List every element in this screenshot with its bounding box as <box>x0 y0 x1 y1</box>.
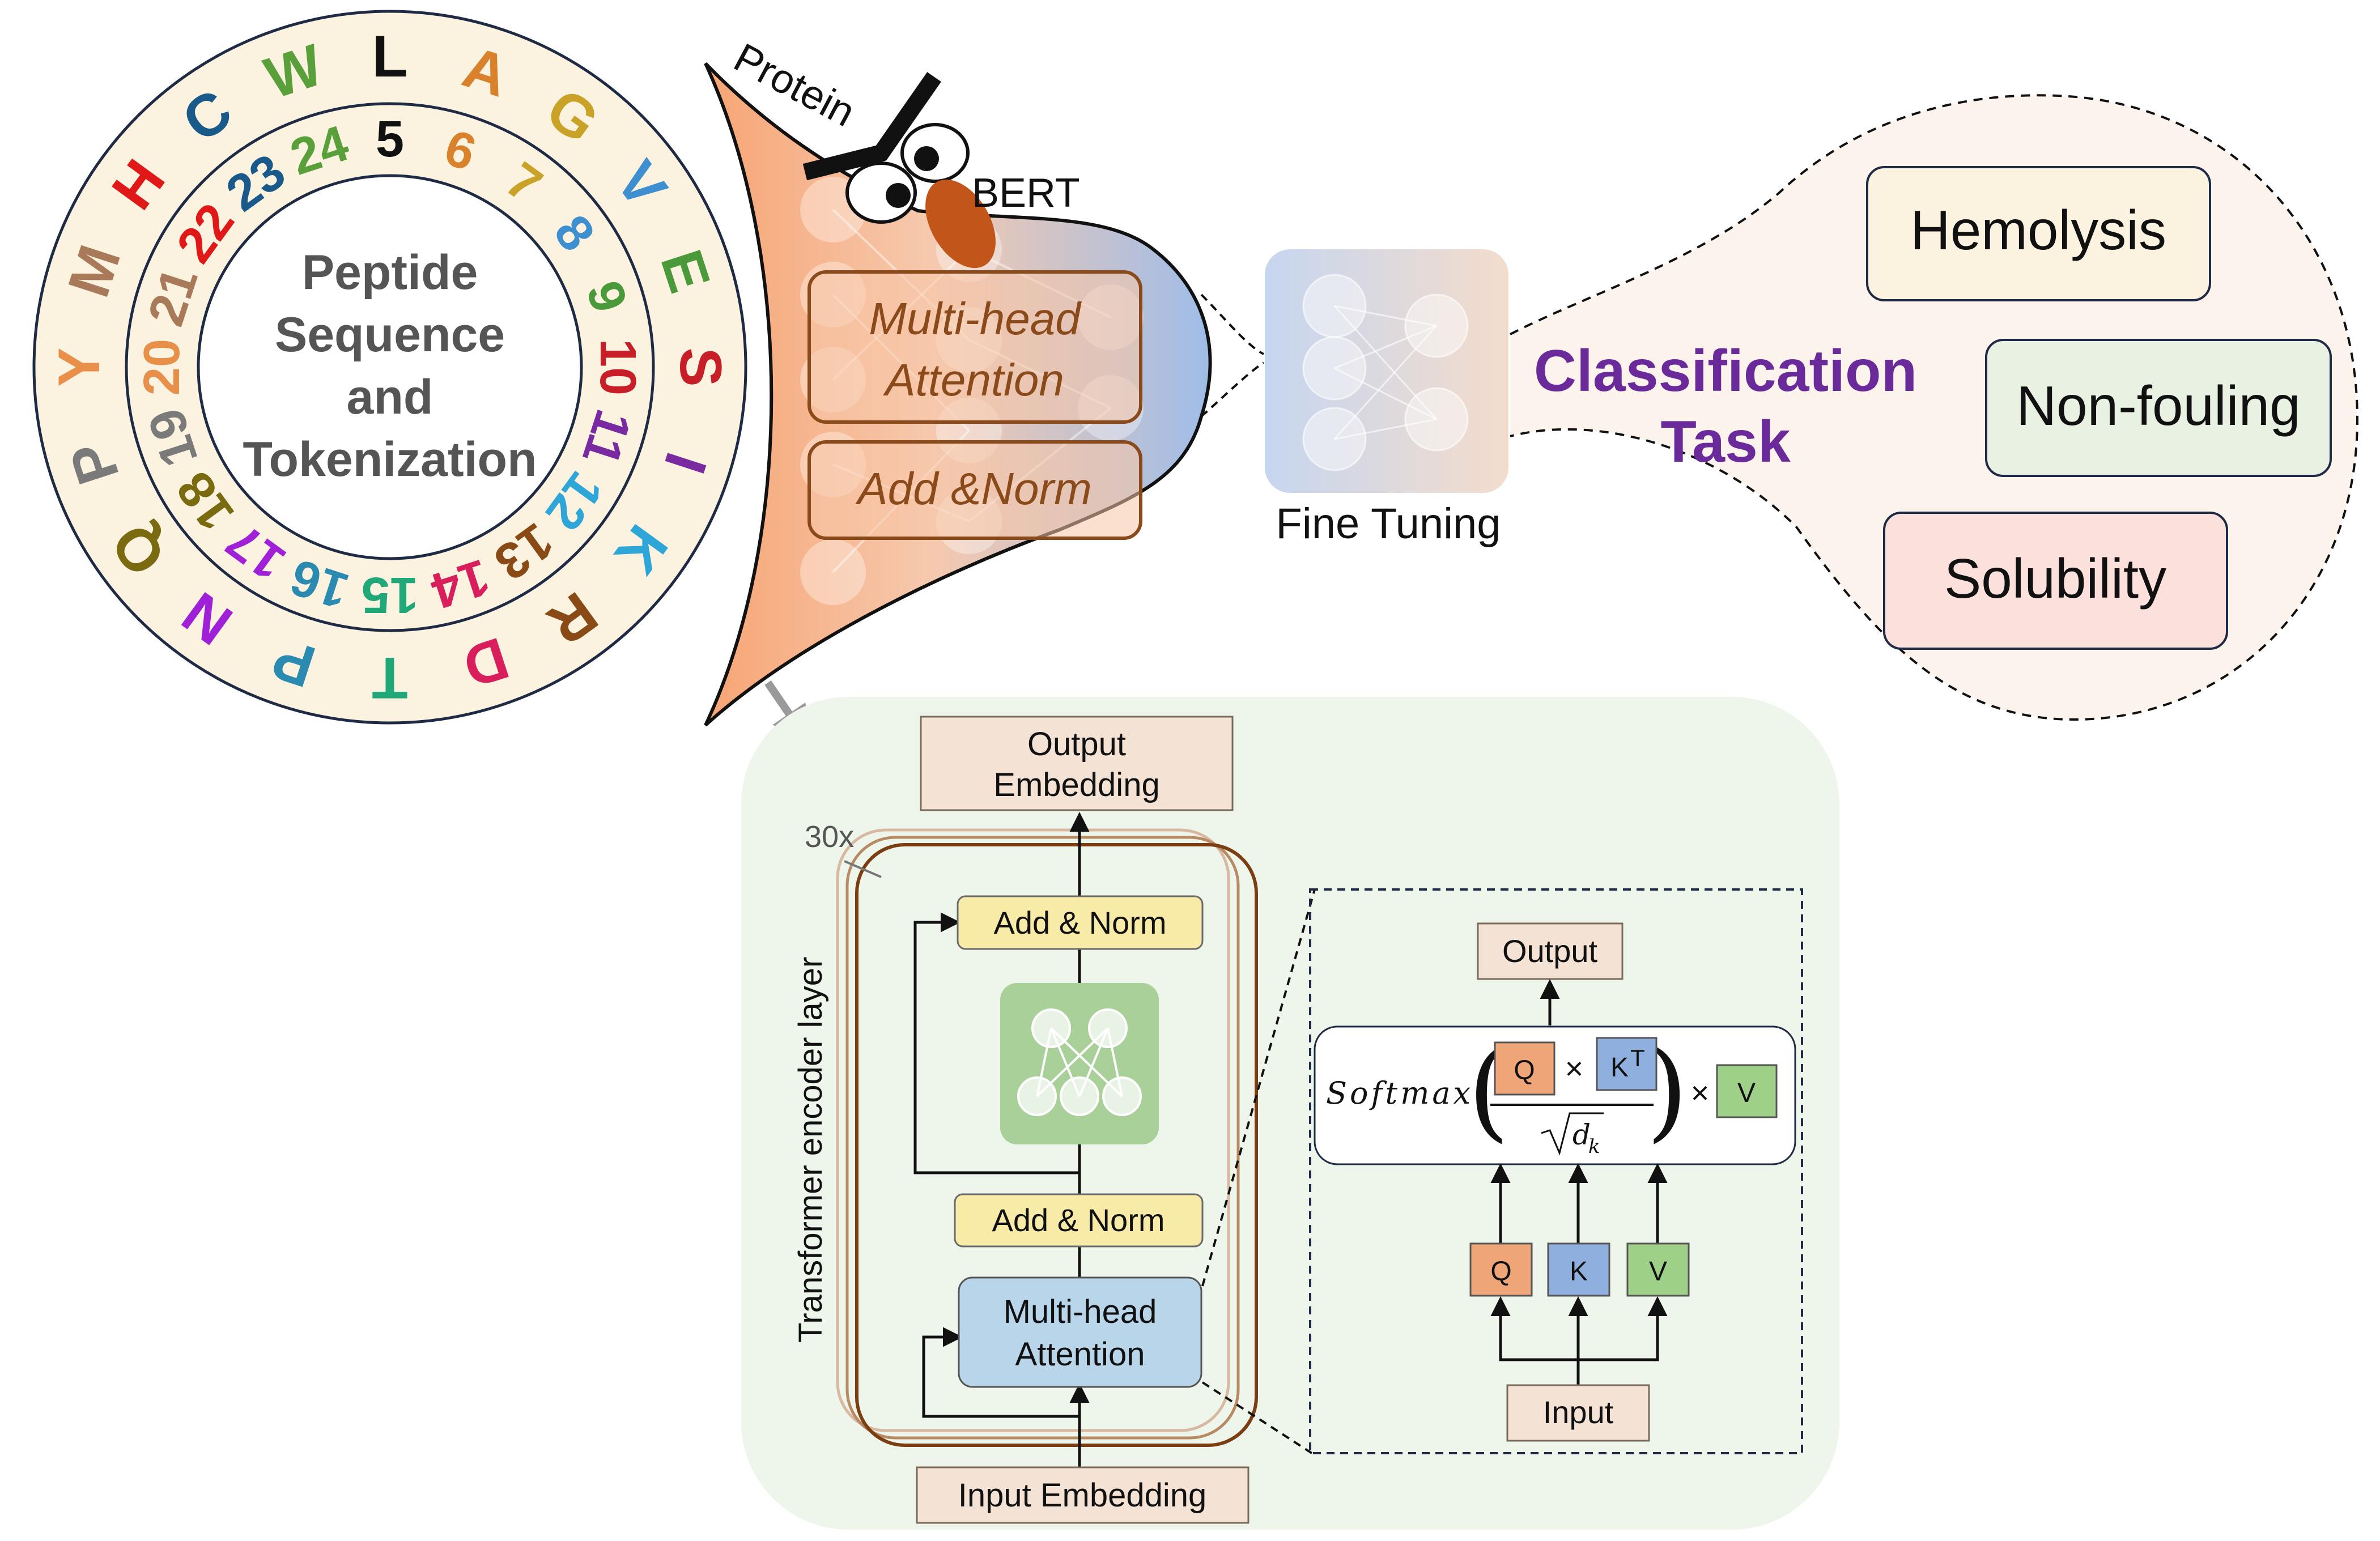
formula-dk-subscript: k <box>1588 1135 1600 1158</box>
task-hemolysis-box <box>1866 166 2211 301</box>
protein-bert-funnel: Multi-head Attention Add &Norm Protein B… <box>704 35 1212 727</box>
addnorm-bottom-box <box>954 1193 1204 1248</box>
k-label: K <box>1570 1257 1588 1287</box>
q-box <box>1469 1242 1533 1297</box>
ring-letter-16: Y <box>46 347 112 386</box>
fine-tuning-block: Fine Tuning <box>1265 249 1508 548</box>
funnel-addnorm-label: Add &Norm <box>855 463 1091 514</box>
ring-title-line-3: and <box>347 370 434 424</box>
formula-sqrt-sign <box>1541 1112 1604 1156</box>
formula-q-box <box>1494 1041 1556 1096</box>
bert-label: BERT <box>972 171 1080 216</box>
encoder-layer-frame-back-1 <box>845 836 1240 1440</box>
ring-letter-6: S <box>668 347 733 386</box>
k-box <box>1547 1242 1610 1297</box>
funnel-mha-line-1: Multi-head <box>869 293 1082 344</box>
formula-k-label: K <box>1610 1053 1629 1083</box>
funnel-mha-line-2: Attention <box>883 355 1064 405</box>
encoder-panel: Output Embedding 30x Transformer encoder… <box>741 697 1839 1530</box>
encoder-layer-frame <box>855 843 1258 1447</box>
repeat-count-label: 30x <box>805 820 854 854</box>
residual-top <box>913 912 1080 1174</box>
output-embedding-box <box>920 716 1234 811</box>
v-label: V <box>1649 1257 1667 1287</box>
formula-q-label: Q <box>1514 1055 1535 1085</box>
classification-bubble: Classification Task Hemolysis Non-foulin… <box>1510 94 2359 721</box>
mha-label-line-1: Multi-head <box>1004 1293 1157 1330</box>
addnorm-bottom-label: Add & Norm <box>992 1202 1165 1238</box>
formula-v-label: V <box>1737 1078 1756 1108</box>
output-embedding-line-2: Embedding <box>993 767 1159 803</box>
repeat-tick <box>844 860 882 878</box>
formula-v-box <box>1716 1064 1778 1118</box>
ring-number-6: 10 <box>589 339 646 395</box>
mha-label-line-2: Attention <box>1015 1336 1145 1373</box>
formula-times-1: × <box>1565 1050 1584 1086</box>
encoder-layer-frame-back-2 <box>836 828 1230 1432</box>
ring-title-line-1: Peptide <box>302 245 478 300</box>
input-embedding-box <box>916 1466 1250 1524</box>
task-nonfouling-box <box>1985 339 2332 477</box>
input-embedding-label: Input Embedding <box>958 1477 1207 1514</box>
attn-input-box <box>1506 1384 1650 1442</box>
attention-detail-box <box>1309 888 1803 1454</box>
zoom-line-top <box>1201 889 1316 1287</box>
task-hemolysis-label: Hemolysis <box>1910 199 2166 261</box>
task-solubility-box <box>1883 512 2228 650</box>
ring-number-16: 20 <box>134 339 190 395</box>
attn-input-label: Input <box>1543 1394 1614 1430</box>
task-nonfouling-label: Non-fouling <box>2016 374 2300 437</box>
funnel-to-finetune-line-bottom <box>1200 361 1265 418</box>
attn-output-label: Output <box>1502 933 1598 969</box>
mha-box <box>958 1276 1202 1388</box>
classification-title-line-1: Classification <box>1534 338 1917 404</box>
mascot-beak-icon <box>925 179 996 269</box>
q-label: Q <box>1490 1257 1511 1287</box>
addnorm-top-box <box>957 895 1204 950</box>
ring-number-11: 15 <box>362 567 418 623</box>
ring-center-disc <box>197 174 583 560</box>
fine-tuning-box <box>1265 249 1508 493</box>
task-solubility-label: Solubility <box>1944 547 2166 610</box>
residual-bottom <box>922 1327 1080 1418</box>
funnel-addnorm-box <box>808 440 1142 540</box>
mascot-hat-icon <box>802 72 941 181</box>
ring-letter-1: L <box>372 24 408 90</box>
v-box <box>1626 1242 1690 1297</box>
encoder-side-label: Transformer encoder layer <box>792 957 829 1343</box>
formula-dk: d <box>1572 1118 1591 1151</box>
funnel-mha-box <box>808 270 1142 424</box>
fine-tuning-label: Fine Tuning <box>1276 500 1501 548</box>
bert-mascot <box>802 72 996 269</box>
formula-times-2: × <box>1691 1075 1710 1110</box>
feed-forward-icon <box>1000 983 1159 1144</box>
feed-forward-network-icon <box>1017 1008 1142 1116</box>
fine-tuning-network-icon <box>1302 274 1469 471</box>
funnel-to-finetune-line-top <box>1200 293 1264 355</box>
softmax-label: Softmax <box>1326 1075 1473 1111</box>
formula-kt-superscript: T <box>1630 1045 1645 1071</box>
addnorm-top-label: Add & Norm <box>994 905 1167 940</box>
formula-k-box <box>1596 1037 1658 1091</box>
ring-number-1: 5 <box>376 111 404 168</box>
ring-letter-11: T <box>372 645 408 710</box>
ring-title-line-4: Tokenization <box>243 432 537 487</box>
classification-title-line-2: Task <box>1660 409 1790 475</box>
output-embedding-line-1: Output <box>1027 726 1126 763</box>
ring-title-line-2: Sequence <box>275 308 505 362</box>
